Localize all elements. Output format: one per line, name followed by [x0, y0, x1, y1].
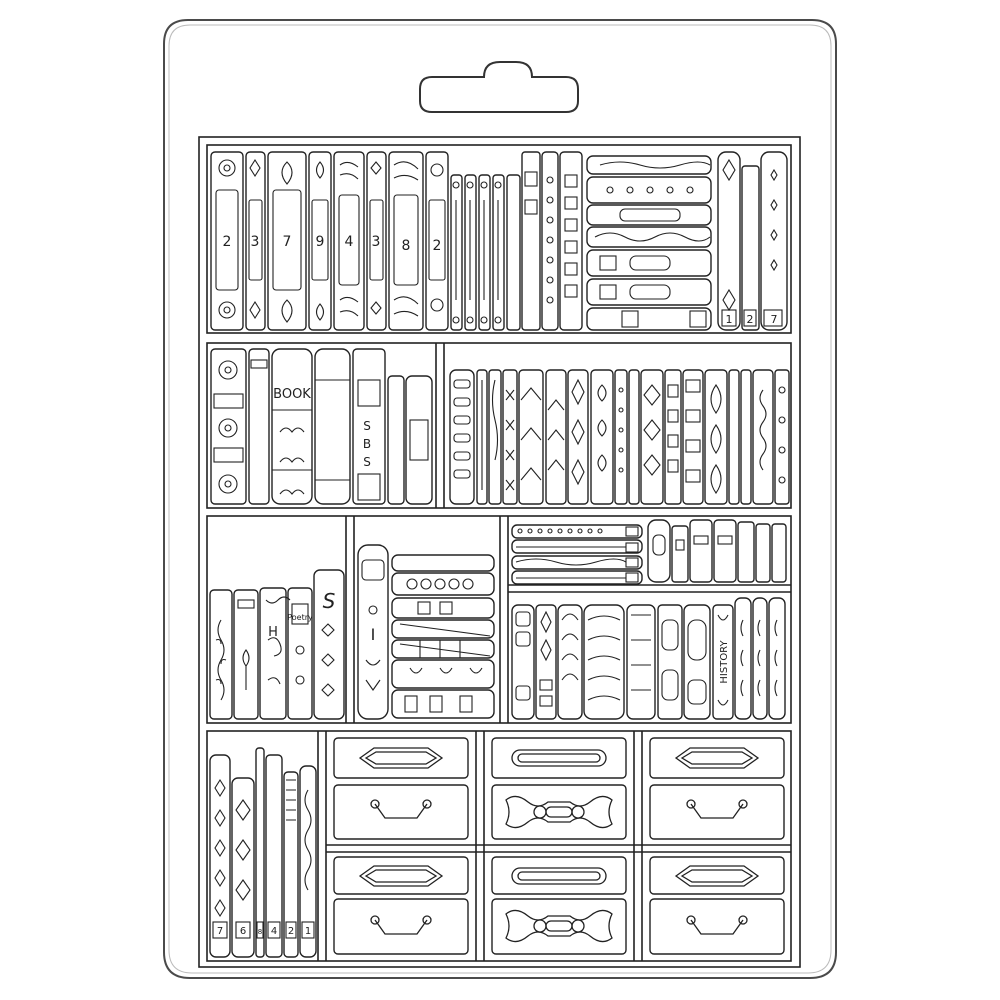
mould-plate-inner [168, 24, 832, 974]
poetry-label: Poetry [287, 613, 313, 622]
leaf-ornament-icon [597, 384, 607, 472]
history-label: HISTORY [719, 640, 730, 684]
shelf-3-labels: H Poetry S I HISTORY [268, 589, 730, 684]
book-vertical-letter: S [363, 455, 371, 469]
spine-number: 2 [433, 238, 442, 254]
drawer-handle-icon [370, 799, 748, 935]
book-letter-s: S [323, 589, 336, 613]
spine-number: 1 [726, 313, 733, 326]
drawer-hardware [358, 747, 760, 943]
bookshelf-frame [198, 136, 801, 968]
book-letter-i: I [371, 625, 376, 644]
ornate-handle-icon [505, 795, 613, 943]
book-vertical-letter: S [363, 419, 371, 433]
spine-number: 9 [316, 234, 325, 250]
shelf-1-details [215, 158, 783, 328]
shelf-1-spine-numbers: 2 3 7 9 4 3 8 2 1 2 7 [223, 234, 778, 326]
shelf-3-details [215, 526, 778, 713]
book-vertical-letter: B [363, 437, 371, 451]
spine-number: 3 [251, 234, 260, 250]
shelf-3-books [209, 519, 787, 720]
spine-number: 2 [288, 926, 294, 937]
shelf-4-details [212, 778, 315, 939]
drawer-fronts [333, 737, 785, 955]
spine-number: 7 [771, 313, 778, 326]
spine-number: 6 [240, 926, 246, 937]
spine-number: 8 [258, 928, 262, 936]
hang-tab-icon [419, 61, 579, 113]
spine-number: 4 [345, 234, 354, 250]
shelf-2-books [210, 348, 790, 505]
shelf-4-spine-numbers: 7 6 8 4 2 1 [217, 926, 311, 937]
book-letter-h: H [268, 625, 278, 640]
shelf-2-details [213, 359, 786, 501]
diamond-ornament-icon [643, 384, 661, 476]
book-label: BOOK [273, 387, 311, 402]
spine-number: 7 [217, 926, 223, 937]
spine-number: 1 [305, 926, 311, 937]
spine-number: 7 [283, 234, 292, 250]
spine-number: 8 [402, 238, 411, 254]
spine-number: 4 [271, 926, 277, 937]
spine-number: 2 [747, 313, 754, 326]
spine-number: 2 [223, 234, 232, 250]
shelf-4-books [209, 747, 317, 958]
spine-number: 3 [372, 234, 381, 250]
shelf-2-labels: BOOK S B S [273, 387, 371, 469]
